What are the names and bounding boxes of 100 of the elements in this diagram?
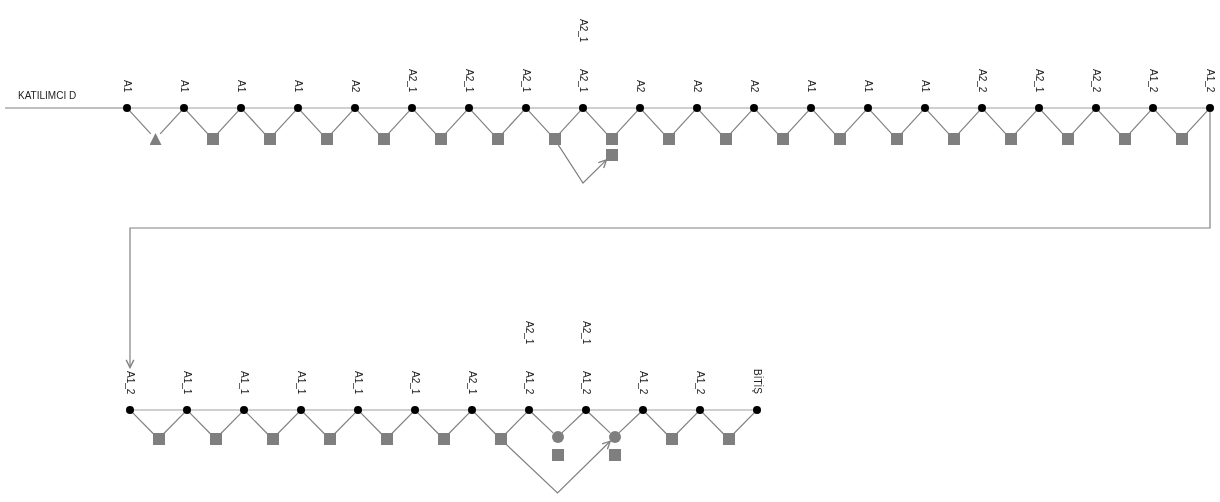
square-marker <box>1061 133 1074 145</box>
connector-line <box>216 110 239 135</box>
square-marker <box>605 133 618 145</box>
connector-line <box>190 409 241 411</box>
point-label: A2_2 <box>977 68 987 92</box>
connector-line <box>447 412 470 435</box>
arrow <box>557 144 608 184</box>
circle-marker <box>551 431 564 443</box>
point-label: A1_2 <box>524 370 534 394</box>
connector-line <box>585 110 608 135</box>
connector-line <box>646 409 697 411</box>
connector-line <box>1041 110 1064 135</box>
connector-line <box>672 110 695 135</box>
connector-line <box>615 110 638 135</box>
connector-line <box>162 412 185 435</box>
point-label: A1_1 <box>182 370 192 394</box>
point-label: A1_1 <box>239 370 249 394</box>
square-marker <box>437 433 450 445</box>
connector-line <box>300 110 323 135</box>
square-marker <box>548 133 561 145</box>
connector-line <box>475 409 526 411</box>
connector-line <box>985 107 1036 109</box>
connector-line <box>645 412 668 435</box>
connector-line <box>1098 110 1121 135</box>
point-label: A2_1 <box>410 370 420 394</box>
square-marker <box>206 133 219 145</box>
connector-line <box>360 412 383 435</box>
connector-line <box>390 412 413 435</box>
point-label: A1 <box>122 79 132 92</box>
point-label: A1_2 <box>581 370 591 394</box>
connector-line <box>159 110 182 135</box>
connector-line <box>531 412 554 434</box>
square-marker <box>605 149 618 161</box>
connector-line <box>273 110 296 135</box>
connector-line <box>1014 110 1037 135</box>
connector-line <box>1128 110 1151 135</box>
connector-line <box>529 107 580 109</box>
connector-line <box>586 107 637 109</box>
point-label: A1_2 <box>695 370 705 394</box>
connector-line <box>247 409 298 411</box>
square-marker <box>1175 133 1188 145</box>
square-marker <box>890 133 903 145</box>
point-label: BİTİŞ <box>752 369 762 394</box>
connector-line <box>333 412 356 435</box>
connector-line <box>642 110 665 135</box>
square-marker <box>833 133 846 145</box>
connector-line <box>870 110 893 135</box>
connector-line <box>588 412 611 434</box>
point-label: A2 <box>749 79 759 92</box>
connector-line <box>900 110 923 135</box>
point-label: A2_1 <box>578 19 588 43</box>
arrow <box>505 440 611 494</box>
square-marker <box>551 449 564 461</box>
square-marker <box>377 133 390 145</box>
square-marker <box>491 133 504 145</box>
square-marker <box>719 133 732 145</box>
circle-marker <box>608 431 621 443</box>
connector-line <box>244 107 295 109</box>
connector-line <box>219 412 242 435</box>
point-label: A2_1 <box>578 68 588 92</box>
point-label: A2_1 <box>1034 68 1044 92</box>
square-marker <box>266 433 279 445</box>
connector-line <box>1185 110 1208 135</box>
connector-line <box>528 110 551 135</box>
point-label: A1 <box>806 79 816 92</box>
connector-line <box>304 409 355 411</box>
connector-line <box>786 110 809 135</box>
connector-line <box>843 110 866 135</box>
connector-line <box>414 110 437 135</box>
connector-line <box>675 412 698 435</box>
point-label: A1 <box>863 79 873 92</box>
point-label: A1_2 <box>638 370 648 394</box>
square-marker <box>947 133 960 145</box>
connector-line <box>702 412 725 435</box>
connector-line <box>387 110 410 135</box>
participant-label: KATILIMCI D <box>18 90 77 101</box>
connector-line <box>643 107 694 109</box>
connector-line <box>418 409 469 411</box>
connector-line <box>1042 107 1093 109</box>
connector-line <box>415 107 466 109</box>
point-label: A2 <box>350 79 360 92</box>
point-label: A1_1 <box>296 370 306 394</box>
point-label: A1 <box>293 79 303 92</box>
connector-line <box>984 110 1007 135</box>
connector-line <box>472 107 523 109</box>
connector-line <box>1099 107 1150 109</box>
connector-line <box>471 110 494 135</box>
point-label: A2_1 <box>521 68 531 92</box>
connector-line <box>703 409 754 411</box>
connector-line <box>558 110 581 135</box>
square-marker <box>722 433 735 445</box>
connector-line <box>361 409 412 411</box>
connector-line <box>699 110 722 135</box>
point-label: A2_1 <box>581 321 591 345</box>
connector-line <box>729 110 752 135</box>
point-label: A1_2 <box>1148 68 1158 92</box>
connector-line <box>243 110 266 135</box>
connector-line <box>927 110 950 135</box>
square-marker <box>1004 133 1017 145</box>
point-label: A2_1 <box>524 321 534 345</box>
